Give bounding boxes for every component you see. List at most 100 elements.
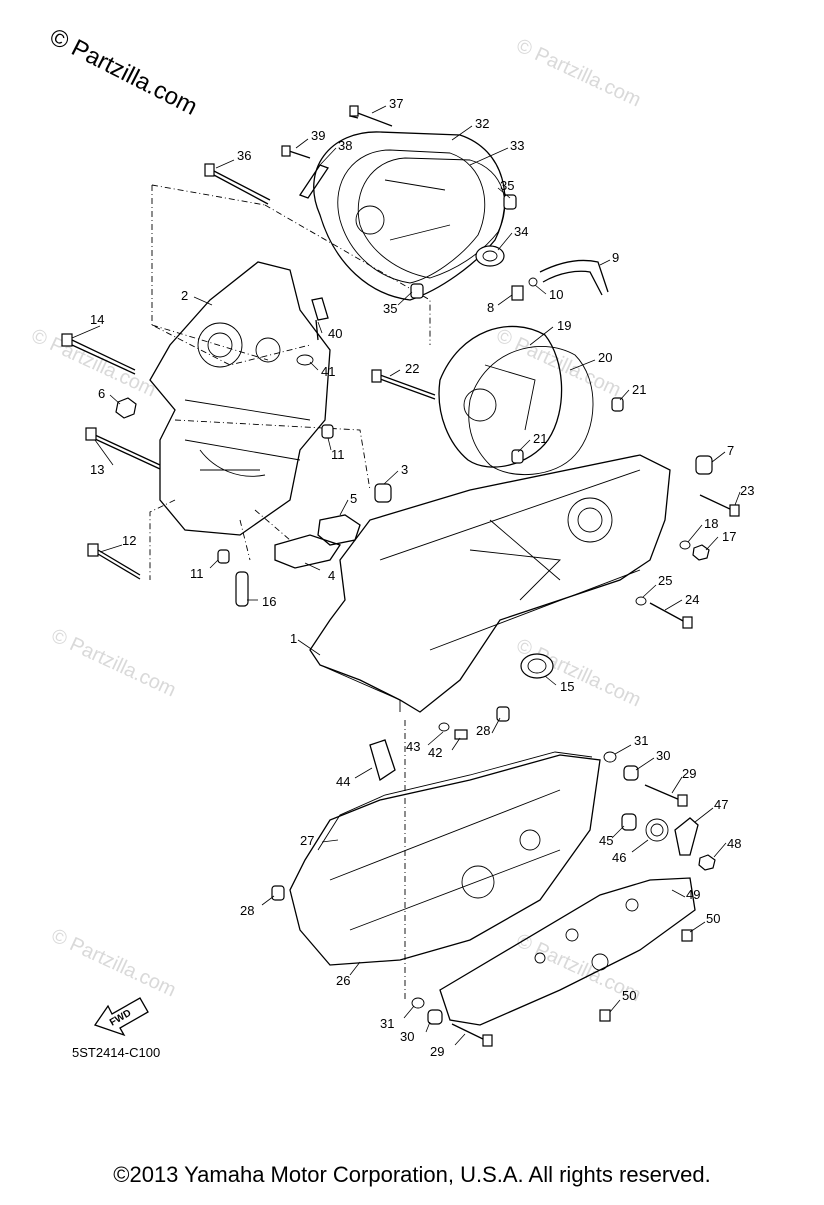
bolt-37 [348,105,393,127]
callout-11b: 11 [190,566,204,581]
callout-31b: 31 [380,1016,394,1031]
callout-21a: 21 [632,382,646,397]
callout-44: 44 [336,774,350,789]
callout-23: 23 [740,483,754,498]
hose-9 [539,259,609,296]
bolt-50a [681,929,693,942]
callout-26: 26 [336,973,350,988]
dowel-11a [321,424,334,439]
seal-4 [274,534,342,569]
washer-31b [411,997,425,1009]
callout-22: 22 [405,361,419,376]
callout-8: 8 [487,300,494,315]
callout-33: 33 [510,138,524,153]
watermarks: © Partzilla.com © Partzilla.com © Partzi… [28,35,644,1007]
crankcase-cover-32 [313,131,506,301]
callout-35a: 35 [500,178,514,193]
callout-5: 5 [350,491,357,506]
callout-21b: 21 [533,431,547,446]
cover-19 [438,325,563,468]
dowel-28b [271,885,285,901]
callout-50b: 50 [622,988,636,1003]
callout-48: 48 [727,836,741,851]
dowel-11b [217,549,230,564]
callout-42: 42 [428,745,442,760]
dowel-21a [611,397,624,412]
guide-44 [369,739,396,782]
spring-46 [645,818,669,842]
bolt-39 [281,145,311,159]
callout-17: 17 [722,529,736,544]
clip-10 [528,277,538,287]
callout-4: 4 [328,568,335,583]
callout-1: 1 [290,631,297,646]
bolt-12 [87,543,141,580]
washer-18 [679,540,691,550]
dowel-35a [503,194,517,210]
callout-11a: 11 [331,447,345,462]
watermark: © Partzilla.com [48,625,179,702]
bolt-14 [61,333,136,375]
callout-46: 46 [612,850,626,865]
callout-20: 20 [598,350,612,365]
dowel-28a [496,706,510,722]
callout-7: 7 [727,443,734,458]
callout-45: 45 [599,833,613,848]
bolt-23 [699,494,740,517]
bearing-34 [475,245,505,267]
bolt-29b [451,1023,493,1047]
callout-50a: 50 [706,911,720,926]
callout-35b: 35 [383,301,397,316]
callout-14: 14 [90,312,104,327]
callout-41: 41 [321,364,335,379]
fitting-8 [511,285,524,301]
plate-38 [299,164,329,199]
bolt-50b [599,1009,611,1022]
dowel-21b [511,449,524,464]
oil-seal-15 [520,653,554,679]
callout-39: 39 [311,128,325,143]
callout-30b: 30 [400,1029,414,1044]
callout-49: 49 [686,887,700,902]
callout-13: 13 [90,462,104,477]
diagram-code: 5ST2414-C100 [72,1045,160,1060]
washer-43 [438,722,450,732]
assembly-guide-lines [149,184,431,1000]
bolt-29a [644,784,688,807]
gasket-33 [357,157,506,279]
callout-38: 38 [338,138,352,153]
crankcase-right-1 [309,454,671,713]
callout-19: 19 [557,318,571,333]
bolt-22 [371,369,436,400]
lever-47 [674,817,699,856]
crankcase-cover-26 [289,754,601,966]
callout-40: 40 [328,326,342,341]
bolt-36 [204,163,271,205]
callout-43: 43 [406,739,420,754]
callout-24: 24 [685,592,699,607]
callout-2: 2 [181,288,188,303]
fwd-label: FWD [108,1008,133,1029]
nut-6 [115,397,137,419]
washer-25 [635,596,647,606]
leader-lines [71,105,741,1046]
callout-37: 37 [389,96,403,111]
callout-9: 9 [612,250,619,265]
watermark: © Partzilla.com [48,925,179,1002]
collar-30b [427,1009,443,1025]
crankcase-left-2 [149,261,331,536]
callout-12: 12 [122,533,136,548]
callout-32: 32 [475,116,489,131]
nut-48 [698,854,716,871]
callout-28b: 28 [240,903,254,918]
copyright-notice: ©2013 Yamaha Motor Corporation, U.S.A. A… [113,1162,711,1187]
o-ring-41 [296,354,314,366]
sensor-40 [311,297,329,341]
bracket-7-dowel [695,455,713,475]
callouts: 37 32 39 38 33 36 35 34 9 2 8 10 35 40 1… [90,96,754,1059]
callout-10: 10 [549,287,563,302]
partzilla-watermark: © Partzilla.com [45,23,201,120]
callout-34: 34 [514,224,528,239]
bolt-24 [649,602,693,629]
